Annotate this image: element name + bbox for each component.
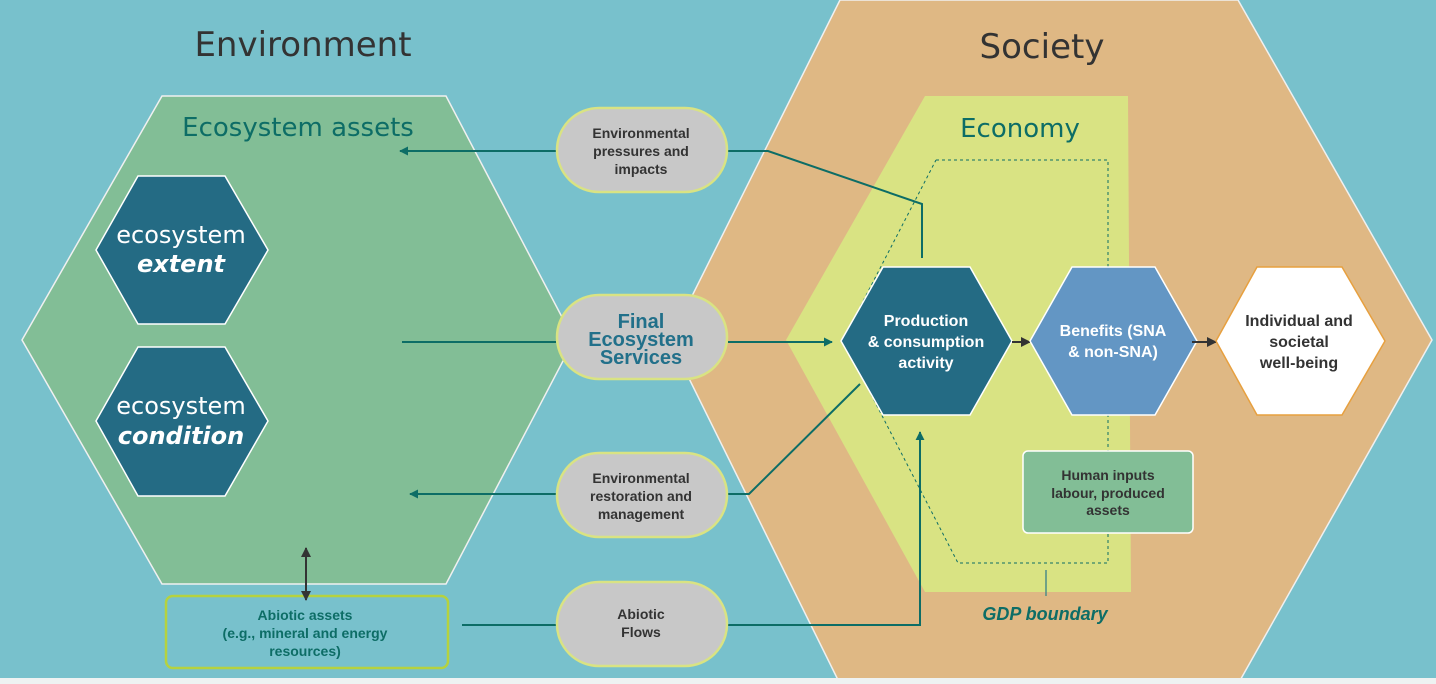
abiotic-assets-line2: (e.g., mineral and energy <box>223 625 388 641</box>
environment-title: Environment <box>194 25 411 65</box>
extent-hex-shape <box>95 175 269 325</box>
human-inputs-line1: Human inputs <box>1061 467 1155 483</box>
restoration-line2: restoration and <box>590 488 692 504</box>
final-services-line1: Final <box>618 311 665 333</box>
abiotic-flows-pill-shape <box>555 580 729 668</box>
restoration-pill-shape <box>555 451 729 539</box>
society-title: Society <box>980 27 1105 67</box>
human-inputs-line3: assets <box>1086 502 1130 518</box>
ecosystem-condition-hexagon[interactable]: ecosystem condition <box>95 346 269 497</box>
human-inputs-rect <box>1022 450 1194 534</box>
benefits-hexagon[interactable]: Benefits (SNA & non-SNA) <box>1029 266 1198 416</box>
benefits-hex-shape <box>1029 266 1198 416</box>
gdp-boundary-label: GDP boundary <box>982 604 1108 624</box>
final-services-line2: Ecosystem <box>588 329 694 351</box>
wellbeing-hexagon[interactable]: Individual and societal well-being <box>1215 266 1386 416</box>
pressures-line3: impacts <box>615 161 668 177</box>
benefits-line2: & non-SNA) <box>1068 344 1158 361</box>
restoration-line1: Environmental <box>592 470 689 486</box>
wellbeing-line3: well-being <box>1259 355 1338 372</box>
final-services-pill[interactable]: Final Ecosystem Services <box>555 293 729 381</box>
final-services-pill-shape <box>555 293 729 381</box>
ecosystem-extent-hexagon[interactable]: ecosystem extent <box>95 175 269 325</box>
human-inputs-box[interactable]: Human inputs labour, produced assets <box>1022 450 1194 534</box>
pressures-line2: pressures and <box>593 143 689 159</box>
abiotic-assets-line3: resources) <box>269 643 341 659</box>
wellbeing-hex-shape <box>1215 266 1386 416</box>
production-hexagon[interactable]: Production & consumption activity <box>840 266 1013 416</box>
economy-label: Economy <box>960 114 1080 144</box>
bottom-edge <box>0 678 1436 684</box>
human-inputs-line2: labour, produced <box>1051 485 1165 501</box>
production-line1: Production <box>884 313 968 330</box>
production-hex-shape <box>840 266 1013 416</box>
final-services-line3: Services <box>600 347 682 369</box>
wellbeing-line2: societal <box>1269 334 1329 351</box>
production-line3: activity <box>898 355 953 372</box>
condition-hex-shape <box>95 346 269 497</box>
abiotic-flows-line1: Abiotic <box>617 606 665 622</box>
abiotic-assets-line1: Abiotic assets <box>258 607 353 623</box>
restoration-flow-arrow <box>409 383 861 499</box>
condition-line2: condition <box>118 422 244 450</box>
benefits-line1: Benefits (SNA <box>1060 323 1167 340</box>
restoration-line3: management <box>598 506 685 522</box>
abiotic-flows-pill[interactable]: Abiotic Flows <box>555 580 729 668</box>
extent-line1: ecosystem <box>116 221 245 249</box>
wellbeing-line1: Individual and <box>1245 313 1353 330</box>
pressures-pill[interactable]: Environmental pressures and impacts <box>555 106 729 194</box>
ecosystem-assets-label: Ecosystem assets <box>182 113 414 143</box>
extent-line2: extent <box>137 250 227 278</box>
abiotic-flows-line2: Flows <box>621 624 661 640</box>
abiotic-assets-box[interactable]: Abiotic assets (e.g., mineral and energy… <box>164 594 450 670</box>
production-line2: & consumption <box>868 334 984 351</box>
restoration-pill[interactable]: Environmental restoration and management <box>555 451 729 539</box>
condition-line1: ecosystem <box>116 392 245 420</box>
pressures-line1: Environmental <box>592 125 689 141</box>
pressures-pill-shape <box>555 106 729 194</box>
